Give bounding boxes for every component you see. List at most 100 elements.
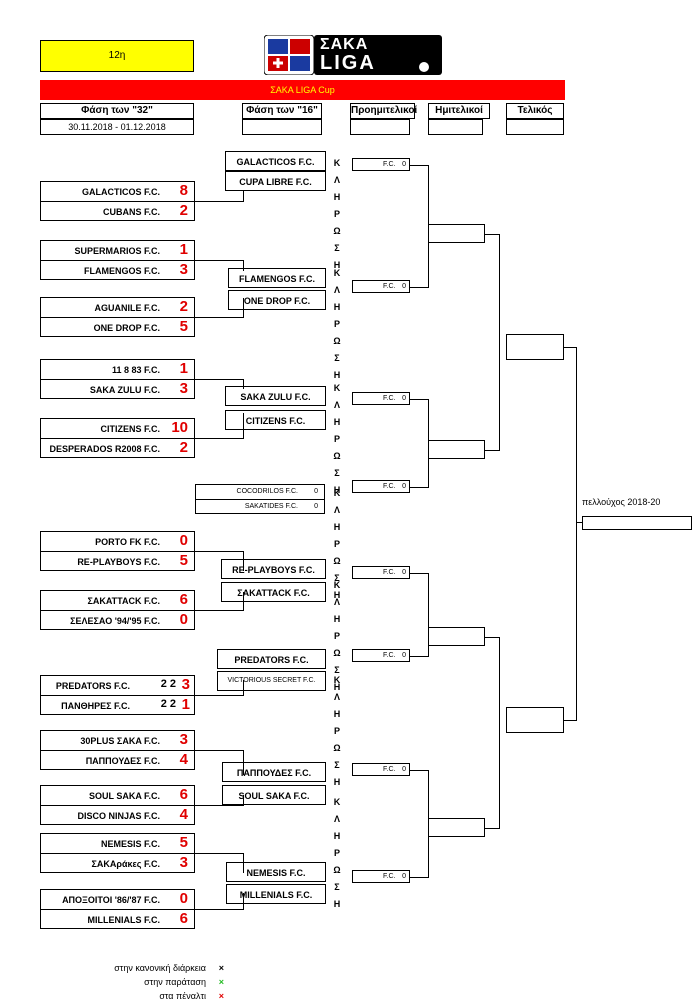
r32-score: 6 [179, 786, 188, 803]
legend-mark-icon: × [218, 991, 224, 1001]
r16-team-slot: CITIZENS F.C. [225, 410, 326, 430]
bracket-line [243, 795, 244, 806]
qf-slot: F.C.0 [352, 763, 410, 776]
bracket-line [576, 522, 582, 523]
r16-bye-a-score: 0 [314, 488, 318, 495]
bracket-line [243, 260, 244, 271]
bracket-line [564, 720, 576, 721]
r32-score: 0 [179, 890, 188, 907]
r16-team-name: ΠΑΠΠΟΥΔΕΣ F.C. [236, 768, 312, 778]
r32-team-name: MILLENIALS F.C. [87, 915, 161, 925]
r32-team-name: CUBANS F.C. [102, 207, 160, 217]
bracket-line [410, 877, 428, 878]
vertical-letter: Ω [333, 743, 341, 753]
vertical-letter: Η [333, 590, 341, 600]
vertical-letter: Ω [333, 865, 341, 875]
vertical-letter: Η [333, 260, 341, 270]
r32-score: 2 [179, 439, 188, 456]
vertical-letter: Η [333, 370, 341, 380]
bracket-line [499, 637, 500, 829]
qf-slot: F.C.0 [352, 392, 410, 405]
r32-team-name: SAKA ZULU F.C. [89, 385, 160, 395]
r16-team-name: SOUL SAKA F.C. [238, 791, 310, 801]
vertical-letter: Κ [333, 580, 341, 590]
r32-score: 6 [179, 591, 188, 608]
round-label: 12η [108, 50, 126, 61]
qf-team-label: F.C. [383, 569, 396, 576]
r16-team-name: CUPA LIBRE F.C. [239, 177, 312, 187]
legend-mark-icon: × [218, 963, 224, 973]
final-slot [506, 707, 564, 733]
legend-text: στην παράταση [144, 977, 206, 987]
vertical-letter: Η [333, 777, 341, 787]
r32-score: 3 [179, 380, 188, 397]
vertical-letter: Λ [333, 285, 340, 295]
r32-score: 5 [179, 552, 188, 569]
r32-match-divider [41, 695, 194, 696]
r16-team-name: ONE DROP F.C. [243, 296, 311, 306]
bracket-line [195, 610, 243, 611]
bracket-line [195, 750, 243, 751]
r32-team-name: PREDATORS F.C. [55, 681, 130, 691]
bracket-line [485, 828, 499, 829]
r16-team-slot: FLAMENGOS F.C. [228, 268, 326, 288]
sf-slot [428, 818, 485, 837]
qf-team-score: 0 [402, 569, 406, 576]
r32-team-name: ΣΕΛΕΣΑΟ '94/'95 F.C. [70, 616, 160, 626]
r32-match-divider [41, 909, 194, 910]
vertical-letter: Σ [334, 353, 340, 363]
r16-bye-a: COCODRILOS F.C. [236, 488, 298, 495]
stage-r32-label: Φάση των "32" [81, 105, 153, 116]
final-slot [506, 334, 564, 360]
qf-team-label: F.C. [383, 161, 396, 168]
sf-slot [428, 224, 485, 243]
bracket-line [428, 573, 429, 657]
stage-r32-dates: 30.11.2018 - 01.12.2018 [40, 119, 194, 135]
vertical-letter: Ω [333, 648, 341, 658]
r16-team-slot: PREDATORS F.C. [217, 649, 326, 669]
r16-team-name: NEMESIS F.C. [246, 868, 306, 878]
bracket-line [485, 450, 499, 451]
legend-text: στην κανονική διάρκεια [114, 963, 206, 973]
bracket-line [195, 317, 243, 318]
qf-team-score: 0 [402, 283, 406, 290]
r32-score: 1 [179, 241, 188, 258]
r32-match-divider [41, 551, 194, 552]
vertical-letter: Κ [333, 797, 341, 807]
bracket-line [410, 399, 428, 400]
r32-score: 1 [179, 360, 188, 377]
bracket-line [195, 695, 243, 696]
vertical-letter: Η [333, 682, 341, 692]
r32-team-name: 30PLUS ΣAKA F.C. [80, 736, 160, 746]
bracket-line [576, 347, 577, 721]
stage-r16-blank [242, 119, 322, 135]
qf-slot: F.C.0 [352, 480, 410, 493]
sf-slot [428, 440, 485, 459]
cup-title-bar: ΣΑΚΑ LIGA Cup [40, 80, 565, 100]
r32-score-regular: 2 2 [160, 698, 176, 710]
stage-final-blank [506, 119, 564, 135]
qf-slot: F.C.0 [352, 158, 410, 171]
qf-team-label: F.C. [383, 766, 396, 773]
vertical-letter: Η [333, 899, 341, 909]
vertical-letter: Λ [333, 597, 340, 607]
bracket-line [243, 413, 244, 439]
r32-score: 2 [179, 298, 188, 315]
stage-final-header: Τελικός [506, 103, 564, 119]
bracket-line [485, 234, 499, 235]
qf-team-label: F.C. [383, 652, 396, 659]
bracket-line [195, 201, 243, 202]
vertical-letter: Σ [334, 243, 340, 253]
vertical-letter: Ρ [333, 434, 340, 444]
stage-qf-header: Προημιτελικοί [350, 103, 417, 119]
r32-team-name: SUPERMARIOS F.C. [74, 246, 160, 256]
vertical-letter: Ω [333, 336, 341, 346]
r32-team-name: SOUL SAKA F.C. [88, 791, 160, 801]
vertical-letter: Σ [334, 760, 340, 770]
r32-match-divider [41, 610, 194, 611]
